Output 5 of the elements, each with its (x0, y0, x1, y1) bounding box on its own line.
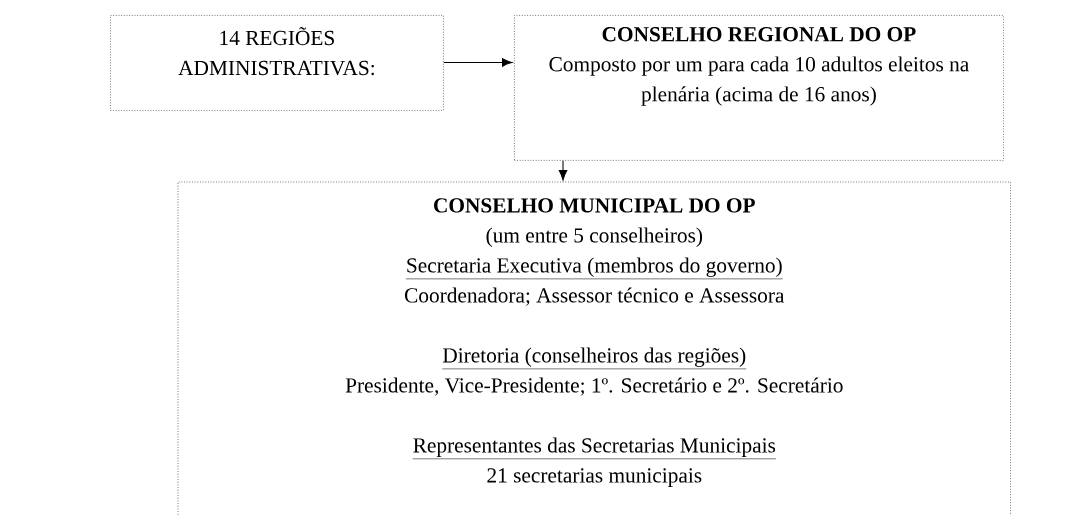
arrow (558, 160, 568, 181)
open-text-box: CONSELHO MUNICIPAL DO OP (um entre 5 conselheiros) Secretaria Executiva (membros do governo) Coordenadora; Assessor técnico e Assessora Diretoria (conselheiros das regiões) Presidente, Vice-Presidente; 1º. Secretário e 2º. Secretário Representantes das Secretarias Municipais 21 secretarias municipais (177, 181, 1011, 515)
arrow (443, 58, 513, 67)
text-box: 14 REGIÕES ADMINISTRATIVAS: (110, 15, 444, 111)
text-box: CONSELHO REGIONAL DO OP Composto por um para cada 10 adultos eleitos na plenária (acima de 16 anos) (514, 15, 1004, 161)
